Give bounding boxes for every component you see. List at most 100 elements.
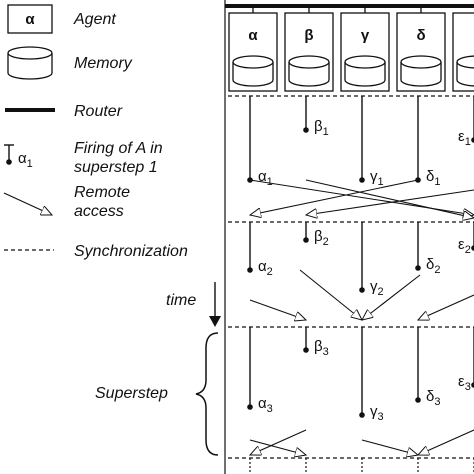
agent-beta: β: [284, 7, 334, 92]
firing-epsilon-2: ε2: [458, 222, 474, 256]
memory-cylinder-top: [288, 55, 330, 69]
firing-epsilon-3: ε3: [458, 327, 474, 393]
firing-beta-1: β1: [303, 96, 329, 138]
remote-access-arrow: [361, 439, 418, 455]
firing-dot: [471, 245, 474, 251]
firing-alpha-3: α3: [247, 327, 273, 415]
superstep-label: Superstep: [95, 385, 168, 402]
legend-firing-symbol: α1: [18, 150, 33, 170]
remote-access-arrow: [305, 179, 474, 218]
legend-firing: α1 Firing of A in superstep 1: [4, 140, 163, 176]
firing-dot: [247, 404, 253, 410]
firing-label: γ3: [370, 403, 384, 423]
firing-epsilon-1: ε1: [458, 96, 474, 148]
firing-label: γ2: [370, 278, 384, 298]
firing-dot: [359, 177, 365, 183]
remote-access-arrow: [418, 294, 474, 320]
remote-access-arrow: [362, 274, 421, 320]
firing-delta-2: δ2: [415, 222, 440, 276]
legend-remote-arrow: [3, 192, 52, 216]
firing-dot: [471, 137, 474, 143]
memory-cylinder-top: [400, 55, 442, 69]
legend-remote-label-line1: Remote: [74, 184, 130, 201]
legend-router: Router: [5, 103, 123, 120]
firing-alpha-2: α2: [247, 222, 273, 278]
legend-router-label: Router: [74, 103, 123, 120]
firing-label: δ1: [426, 168, 440, 188]
legend: α Agent Memory Router α1 Firing of A in …: [3, 4, 188, 260]
legend-remote-label-line2: access: [74, 203, 124, 220]
firings-layer: α1 β1 γ1 δ1 ε1 α2 β2 γ2 δ2 ε2 α3 β3 γ3 δ3 ε3: [247, 96, 474, 423]
firing-label: ε2: [458, 236, 471, 256]
time-indicator: time: [166, 282, 221, 327]
legend-sync: Synchronization: [4, 243, 188, 260]
sync-layer: [228, 95, 474, 474]
legend-memory: Memory: [7, 46, 133, 80]
legend-memory-label: Memory: [74, 55, 133, 72]
memory-cylinder: [288, 62, 330, 87]
memory-cylinder-top: [344, 55, 386, 69]
remote-access-arrow: [250, 179, 419, 215]
superstep-brace-group: Superstep: [95, 332, 219, 456]
legend-firing-label-line2: superstep 1: [74, 159, 158, 176]
agent-symbol: δ: [416, 27, 425, 44]
remote-access-arrow: [250, 429, 307, 455]
firing-label: ε3: [458, 373, 471, 393]
remote-access-arrow: [299, 269, 362, 320]
firing-beta-2: β2: [303, 222, 329, 248]
legend-agent-box: [7, 4, 53, 34]
firing-alpha-1: α1: [247, 96, 273, 188]
legend-firing-dot: [6, 159, 12, 165]
firing-label: β3: [314, 338, 329, 358]
firing-gamma-2: γ2: [359, 222, 384, 298]
legend-sync-label: Synchronization: [74, 243, 188, 260]
agents-layer: α β γ δ ε: [228, 7, 474, 92]
firing-gamma-3: γ3: [359, 327, 384, 423]
firing-label: γ1: [370, 168, 384, 188]
legend-agent-label: Agent: [73, 11, 116, 28]
legend-agent-symbol: α: [25, 11, 35, 28]
remote-access-arrow: [249, 439, 306, 455]
firing-dot: [303, 347, 309, 353]
legend-remote: Remote access: [3, 184, 130, 220]
legend-memory-cylinder: [7, 53, 53, 80]
agent-gamma: γ: [340, 7, 390, 92]
memory-cylinder: [344, 62, 386, 87]
legend-agent: α Agent: [7, 4, 116, 34]
time-arrow-head: [209, 316, 221, 327]
remote-access-arrow: [418, 429, 474, 455]
agent-alpha: α: [228, 7, 278, 92]
memory-cylinder-top: [456, 55, 474, 69]
legend-firing-label-line1: Firing of A in: [74, 140, 163, 157]
time-label: time: [166, 292, 196, 309]
firing-beta-3: β3: [303, 327, 329, 358]
firing-label: δ2: [426, 256, 440, 276]
firing-label: β2: [314, 228, 329, 248]
agent-symbol: α: [248, 27, 258, 44]
remote-access-arrow: [249, 299, 306, 320]
remote-access-arrow: [306, 189, 474, 215]
firing-dot: [471, 382, 474, 388]
agent-epsilon: ε: [452, 12, 474, 92]
memory-cylinder: [232, 62, 274, 87]
remote-access-layer: [249, 179, 474, 455]
firing-label: α3: [258, 395, 273, 415]
firing-dot: [303, 127, 309, 133]
firing-label: δ3: [426, 388, 440, 408]
firing-label: α1: [258, 168, 273, 188]
memory-cylinder: [400, 62, 442, 87]
firing-delta-3: δ3: [415, 327, 440, 408]
firing-dot: [303, 237, 309, 243]
diagram-panel: α β γ δ ε α1 β1 γ1 δ1 ε1 α2 β2 γ2 δ2 ε2 α3 β3 γ3 δ3 ε3: [224, 0, 474, 474]
firing-dot: [415, 265, 421, 271]
firing-label: α2: [258, 258, 273, 278]
firing-label: ε1: [458, 128, 471, 148]
firing-dot: [359, 412, 365, 418]
superstep-brace: [195, 332, 219, 456]
legend-memory-cylinder-top: [7, 46, 53, 60]
firing-delta-1: δ1: [415, 96, 440, 188]
agent-symbol: γ: [361, 27, 370, 44]
firing-dot: [359, 287, 365, 293]
memory-cylinder-top: [232, 55, 274, 69]
